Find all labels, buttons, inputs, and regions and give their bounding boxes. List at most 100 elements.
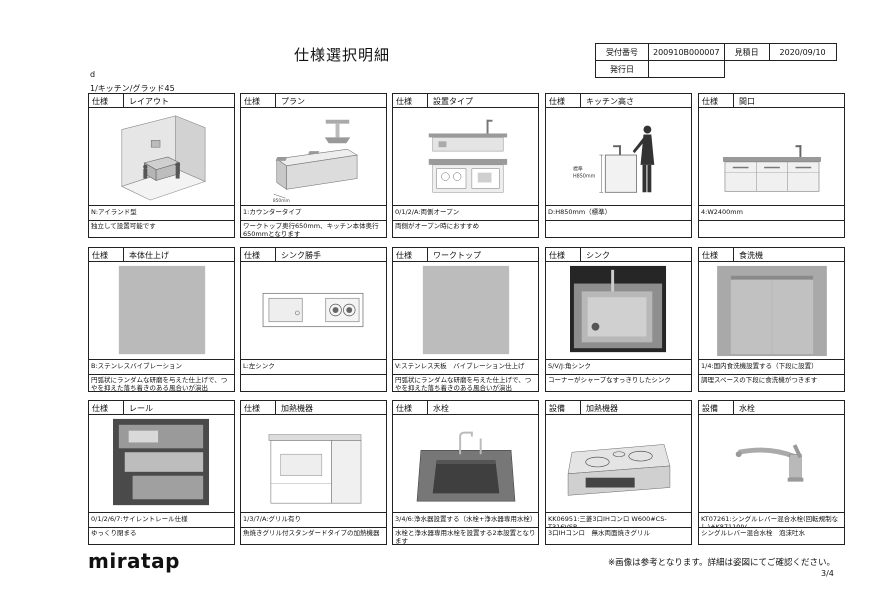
spec-card-kitchen-height: 仕様 キッチン高さ 標準 H850mm D:H850mm（標準） [545,93,692,238]
option-description: シングルレバー混合水栓 泡沫吐水 [698,527,845,545]
option-description: 水栓と浄水器専用水栓を設置する2本設置となります [392,527,539,545]
frontage-width-image [698,107,845,206]
option-value: 1/4:国内食洗機設置する（下段に設置） [698,359,845,375]
receipt-number-label: 受付番号 [595,43,649,61]
spec-title: 加熱機器 [586,404,618,413]
spec-card-layout: 仕様 レイアウト N:アイランド型 独立して設置可能です [88,93,235,238]
option-value: 1/3/7/A:グリル有り [240,512,387,528]
option-description: 円弧状にランダムな研磨を与えた仕上げで、つやを抑えた落ち着きのある風合いが演出 [392,374,539,392]
silent-rail-photo [88,414,235,513]
spec-card-worktop: 仕様 ワークトップ V:ステンレス天板 バイブレーション仕上げ 円弧状にランダムな… [392,247,539,392]
spec-title: レイアウト [129,97,169,106]
spec-card-equipment-heating: 設備 加熱機器 KK06951:三菱3口IHコンロ W600#CS-T316VSR… [545,400,692,545]
spec-title: キッチン高さ [586,97,634,106]
issue-date-value [648,60,725,78]
spec-card-equipment-faucet: 設備 水栓 KT07261:シングルレバー混合水栓(回転規制なし)#K87110J… [698,400,845,545]
option-value: L:左シンク [240,359,387,375]
spec-card-frontage: 仕様 間口 4:W2400mm [698,93,845,238]
spec-card-body-finish: 仕様 本体仕上げ B:ステンレスバイブレーション 円弧状にランダムな研磨を与えた仕… [88,247,235,392]
option-value: 0/1/2/A:両側オープン [392,205,539,221]
spec-card-dishwasher: 仕様 食洗機 1/4:国内食洗機設置する（下段に設置） 調理スペースの下段に食洗機… [698,247,845,392]
page-number: 3/4 [821,569,834,578]
category-label: 仕様 [92,97,108,106]
option-value: 0/1/2/6/7:サイレントレール仕様 [88,512,235,528]
option-value: N:アイランド型 [88,205,235,221]
category-label: 仕様 [396,251,412,260]
faucet-with-purifier-photo [392,414,539,513]
option-description [545,220,692,238]
option-value: 1:カウンタータイプ [240,205,387,221]
spec-title: 水栓 [739,404,755,413]
option-description: ワークトップ奥行650mm、キッチン本体奥行650mmとなります [240,220,387,238]
option-description [240,374,387,392]
spec-card-install-type: 仕様 設置タイプ 0/1/2/A:両側オープン 両側がオープン時におすすめ [392,93,539,238]
worktop-swatch [392,261,539,360]
category-label: 仕様 [92,404,108,413]
estimate-date-label: 見積日 [723,43,770,61]
page-title: 仕様選択明細 [294,46,391,64]
category-label: 仕様 [396,404,412,413]
spec-card-plan: 仕様 プラン 850mm 1:カウンタータイプ ワークトップ奥行650mm、キッチ… [240,93,387,238]
spec-card-rail: 仕様レール 0/1/2/6/7:サイレントレール仕様 ゆっくり閉まる [88,400,235,545]
document-code: d [90,70,96,79]
option-description: 調理スペースの下段に食洗機がつきます [698,374,845,392]
option-value: 3/4/6:浄水器設置する（水栓+浄水器専用水栓） [392,512,539,528]
category-label: 仕様 [702,97,718,106]
category-label: 仕様 [244,404,260,413]
category-label: 仕様 [92,251,108,260]
option-value: KK06951:三菱3口IHコンロ W600#CS-T316VSR [545,512,692,528]
document-info-table: 受付番号 200910B000007 見積日 2020/09/10 発行日 [595,43,837,78]
spec-card-faucet: 仕様水栓 3/4/6:浄水器設置する（水栓+浄水器専用水栓） 水栓と浄水器専用水… [392,400,539,545]
spec-title: ワークトップ [433,251,481,260]
option-description: 魚焼きグリル付スタンダードタイプの加熱機器 [240,527,387,545]
spec-title: 設置タイプ [433,97,473,106]
category-label: 設備 [702,404,718,413]
option-value: S/V/J:角シンク [545,359,692,375]
option-description: 3口IHコンロ 無水両面焼きグリル [545,527,692,545]
category-label: 仕様 [549,97,565,106]
option-description [698,220,845,238]
option-description: 円弧状にランダムな研磨を与えた仕上げで、つやを抑えた落ち着きのある風合いが演出 [88,374,235,392]
category-label: 仕様 [244,251,260,260]
spec-card-heating: 仕様加熱機器 1/3/7/A:グリル有り 魚焼きグリル付スタンダードタイプの加熱… [240,400,387,545]
square-sink-photo [545,261,692,360]
category-label: 仕様 [702,251,718,260]
option-value: D:H850mm（標準） [545,205,692,221]
category-label: 仕様 [549,251,565,260]
counter-plan-image: 850mm [240,107,387,206]
open-both-sides-image [392,107,539,206]
spec-title: プラン [281,97,305,106]
breadcrumb: 1/キッチン/グラッド45 [90,84,175,93]
estimate-date-value: 2020/09/10 [768,43,837,61]
category-label: 仕様 [396,97,412,106]
image-reference-note: ※画像は参考となります。詳細は姿図にてご確認ください。 [608,558,836,568]
stainless-vibration-swatch [88,261,235,360]
ih-cooktop-photo [545,414,692,513]
receipt-number-value: 200910B000007 [648,43,725,61]
option-description: 両側がオープン時におすすめ [392,220,539,238]
standard-label: 標準 [573,166,583,173]
spec-title: 間口 [739,97,755,106]
spec-title: レール [129,404,153,413]
island-layout-image [88,107,235,206]
option-value: KT07261:シングルレバー混合水栓(回転規制なし)#K87110JV [698,512,845,528]
spec-card-sink: 仕様シンク S/V/J:角シンク コーナーがシャープなすっきりしたシンク [545,247,692,392]
spec-title: 本体仕上げ [129,251,169,260]
dishwasher-photo [698,261,845,360]
spec-card-sink-side: 仕様 シンク勝手 L:左シンク [240,247,387,392]
left-sink-diagram [240,261,387,360]
kitchen-height-image: 標準 H850mm [545,107,692,206]
option-description: 独立して設置可能です [88,220,235,238]
option-value: V:ステンレス天板 バイブレーション仕上げ [392,359,539,375]
height-value-label: H850mm [573,174,596,180]
category-label: 仕様 [244,97,260,106]
spec-title: シンク勝手 [281,251,321,260]
single-lever-faucet-photo [698,414,845,513]
option-value: B:ステンレスバイブレーション [88,359,235,375]
option-value: 4:W2400mm [698,205,845,221]
dimension-label: 850mm [273,198,290,204]
issue-date-label: 発行日 [595,60,649,78]
category-label: 設備 [549,404,565,413]
spec-title: シンク [586,251,610,260]
spec-title: 食洗機 [739,251,763,260]
